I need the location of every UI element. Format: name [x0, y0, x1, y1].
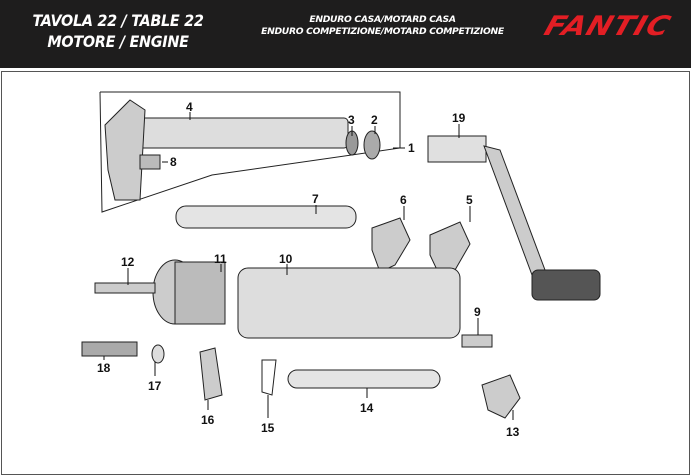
callout-6: 6	[400, 193, 407, 207]
table-title: TAVOLA 22 / TABLE 22 MOTORE / ENGINE	[18, 10, 218, 52]
leader-lines	[103, 112, 514, 420]
part-fork-13	[481, 374, 521, 419]
part-pedal-rubber	[531, 269, 601, 301]
part-washer-2	[363, 130, 381, 160]
part-star-plate-body	[174, 261, 226, 325]
group-outline	[99, 91, 401, 213]
part-fork-6	[371, 217, 411, 273]
callout-15: 15	[261, 421, 275, 435]
part-fork-5	[429, 221, 471, 273]
callout-12: 12	[121, 255, 135, 269]
part-spring-15	[261, 359, 277, 396]
part-fork-rod-14	[287, 369, 441, 389]
callout-4: 4	[186, 100, 193, 114]
callout-1: 1	[408, 141, 415, 155]
callout-13: 13	[506, 425, 520, 439]
part-pedal-arm	[483, 145, 546, 276]
callout-16: 16	[201, 413, 215, 427]
part-washer-17	[151, 344, 165, 364]
model-list: ENDURO CASA/MOTARD CASA ENDURO COMPETIZI…	[240, 14, 525, 38]
part-shift-drum	[237, 267, 461, 339]
callout-8: 8	[170, 155, 177, 169]
part-spring	[139, 154, 161, 170]
callout-18: 18	[97, 361, 111, 375]
part-pin-9	[461, 334, 493, 348]
callout-17: 17	[148, 379, 162, 393]
part-fork-rod-7	[175, 205, 357, 229]
part-bolt-12	[94, 282, 156, 294]
section-name: MOTORE / ENGINE	[47, 32, 189, 51]
callout-3: 3	[348, 113, 355, 127]
part-lever-16	[199, 347, 223, 401]
callout-2: 2	[371, 113, 378, 127]
callout-11: 11	[214, 252, 227, 266]
part-shift-lever	[104, 99, 146, 201]
part-pedal-hub	[427, 135, 487, 163]
header-bar: TAVOLA 22 / TABLE 22 MOTORE / ENGINE END…	[0, 0, 691, 68]
callout-14: 14	[360, 401, 374, 415]
callout-7: 7	[312, 192, 319, 206]
callout-19: 19	[452, 111, 466, 125]
model-line-1: ENDURO CASA/MOTARD CASA	[309, 14, 456, 25]
callout-10: 10	[279, 252, 293, 266]
part-bolt-18	[81, 341, 138, 357]
callout-5: 5	[466, 193, 473, 207]
callout-9: 9	[474, 305, 481, 319]
table-number: TAVOLA 22 / TABLE 22	[32, 11, 204, 30]
model-line-2: ENDURO COMPETIZIONE/MOTARD COMPETIZIONE	[261, 26, 504, 37]
part-shift-shaft	[127, 117, 349, 149]
